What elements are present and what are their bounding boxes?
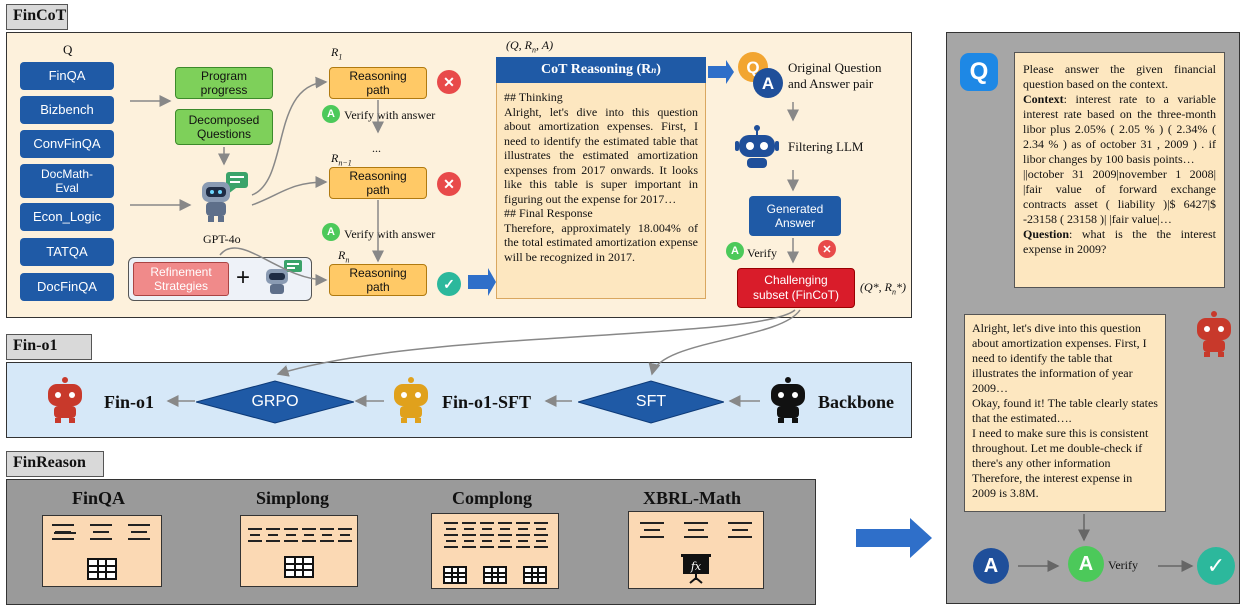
answer-robot-icon (1197, 311, 1231, 357)
grpo-diamond (196, 380, 354, 424)
question-box: Please answer the given financial questi… (1014, 52, 1225, 288)
dataset-docmath: DocMath-Eval (20, 164, 114, 198)
finreason-xbrl-title: XBRL-Math (643, 488, 741, 508)
cot-body: ## Thinking Alright, let's dive into thi… (504, 90, 698, 264)
reject-icon-2: ✕ (437, 172, 461, 196)
question-context: Context: interest rate to a variable int… (1023, 92, 1216, 166)
cot-final-head: ## Final Response (504, 206, 593, 220)
cot-tuple: (Q, Rn, A) (506, 38, 554, 55)
original-qa-label: Original Question and Answer pair (788, 60, 882, 91)
finreason-finqa-title: FinQA (72, 488, 126, 508)
verify-icon-3: A (726, 242, 744, 260)
dataset-convfinqa: ConvFinQA (20, 130, 114, 158)
refinement-box: Refinement Strategies (133, 262, 229, 296)
question-intro: Please answer the given financial questi… (1023, 62, 1216, 91)
finreason-tag: FinReason (6, 451, 104, 477)
formula-icon: fx (681, 554, 711, 584)
rn1-label: Rn−1 (331, 151, 352, 168)
answer-text-2: Okay, found it! The table clearly states… (972, 396, 1158, 425)
dataset-tatqa: TATQA (20, 238, 114, 266)
answer-text-3: I need to make sure this is consistent t… (972, 426, 1149, 470)
qa-pair-icon: Q A (738, 52, 783, 98)
fincot-connectors (130, 60, 799, 296)
backbone-label: Backbone (818, 392, 895, 412)
answer-text-1: Alright, let's dive into this question a… (972, 321, 1147, 395)
output-tuple: (Q*, Rn*) (860, 280, 906, 297)
verify-icon-1: A (322, 105, 340, 123)
fino1-panel (6, 362, 912, 438)
rn-label: Rn (338, 248, 350, 265)
verify-icon-2: A (322, 223, 340, 241)
fino1-tag: Fin-o1 (6, 334, 92, 360)
filtering-robot-icon (735, 125, 779, 168)
gpt-label: GPT-4o (203, 232, 241, 246)
complong-table-icon-2 (483, 566, 507, 584)
reject-icon-1: ✕ (437, 70, 461, 94)
generated-answer-box: Generated Answer (749, 196, 841, 236)
simplong-table-icon (284, 556, 314, 578)
finreason-simplong-doc (240, 515, 358, 587)
gpt-robot-icon (202, 172, 248, 222)
answer-text-4: Therefore, the interest expense in 2009 … (972, 471, 1133, 500)
svg-text:Q: Q (746, 58, 759, 77)
sft-label: SFT (635, 393, 667, 410)
reasoning-path-1: Reasoning path (329, 67, 427, 99)
accept-icon: ✓ (437, 272, 461, 296)
finqa-lines-icon (52, 524, 150, 540)
svg-text:fx: fx (690, 560, 702, 573)
reject-icon-3: ✕ (818, 240, 836, 258)
dataset-bizbench: Bizbench (20, 96, 114, 124)
r1-label: R1 (331, 45, 343, 62)
finqa-table-icon (87, 558, 117, 580)
verify-label-1: Verify with answer (344, 108, 436, 122)
finreason-simplong-title: Simplong (256, 488, 330, 508)
program-progress-box: Program progress (175, 67, 273, 99)
fino1-sft-label: Fin-o1-SFT (442, 392, 532, 412)
answer-a-icon: A (973, 548, 1009, 584)
verify-a-big-icon: A (1068, 546, 1104, 582)
verify-label-2: Verify with answer (344, 227, 436, 241)
xbrl-lines-icon (640, 522, 752, 538)
backbone-robot-icon (771, 377, 805, 423)
cot-thinking-body: Alright, let's dive into this question a… (504, 104, 698, 206)
question-table: ||october 31 2009|november 1 2008| |fair… (1023, 167, 1216, 226)
grpo-label: GRPO (251, 393, 299, 410)
example-check-icon: ✓ (1197, 547, 1235, 585)
question-q-icon: Q (960, 53, 998, 91)
ellipsis: ... (372, 141, 381, 155)
answer-box: Alright, let's dive into this question a… (964, 314, 1166, 512)
finreason-complong-title: Complong (452, 488, 533, 508)
decomposed-questions-box: Decomposed Questions (175, 109, 273, 145)
fino1-robot-icon (48, 377, 82, 423)
example-verify-label: Verify (1108, 558, 1138, 572)
challenging-subset-box: Challenging subset (FinCoT) (737, 268, 855, 308)
refine-robot-icon (266, 260, 302, 294)
plus-sign: + (236, 264, 251, 291)
dataset-finqa: FinQA (20, 62, 114, 90)
complong-table-icon-1 (443, 566, 467, 584)
fino1-sft-robot-icon (394, 377, 428, 423)
big-right-arrow (856, 518, 932, 558)
reasoning-path-2: Reasoning path (329, 167, 427, 199)
complong-table-icon-3 (523, 566, 547, 584)
complong-lines-icon (444, 522, 548, 548)
svg-text:A: A (762, 74, 774, 93)
fino1-connectors (166, 309, 801, 407)
sft-diamond (578, 380, 724, 424)
verify-label-3: Verify (747, 246, 777, 260)
fincot-tag: FinCoT (6, 4, 68, 30)
dataset-econ-logic: Econ_Logic (20, 203, 114, 231)
filtering-llm-label: Filtering LLM (788, 139, 864, 154)
fino1-label: Fin-o1 (104, 392, 155, 412)
reasoning-path-3: Reasoning path (329, 264, 427, 296)
question-text: Question: what is the the interest expen… (1023, 227, 1216, 256)
cot-panel (496, 57, 706, 299)
cot-thinking-head: ## Thinking (504, 90, 563, 104)
cot-final-body: Therefore, approximately 18.004% of the … (504, 220, 698, 264)
example-connectors (1018, 514, 1194, 572)
q-label: Q (63, 42, 73, 57)
dataset-docfinqa: DocFinQA (20, 273, 114, 301)
simplong-lines-icon (248, 528, 352, 542)
